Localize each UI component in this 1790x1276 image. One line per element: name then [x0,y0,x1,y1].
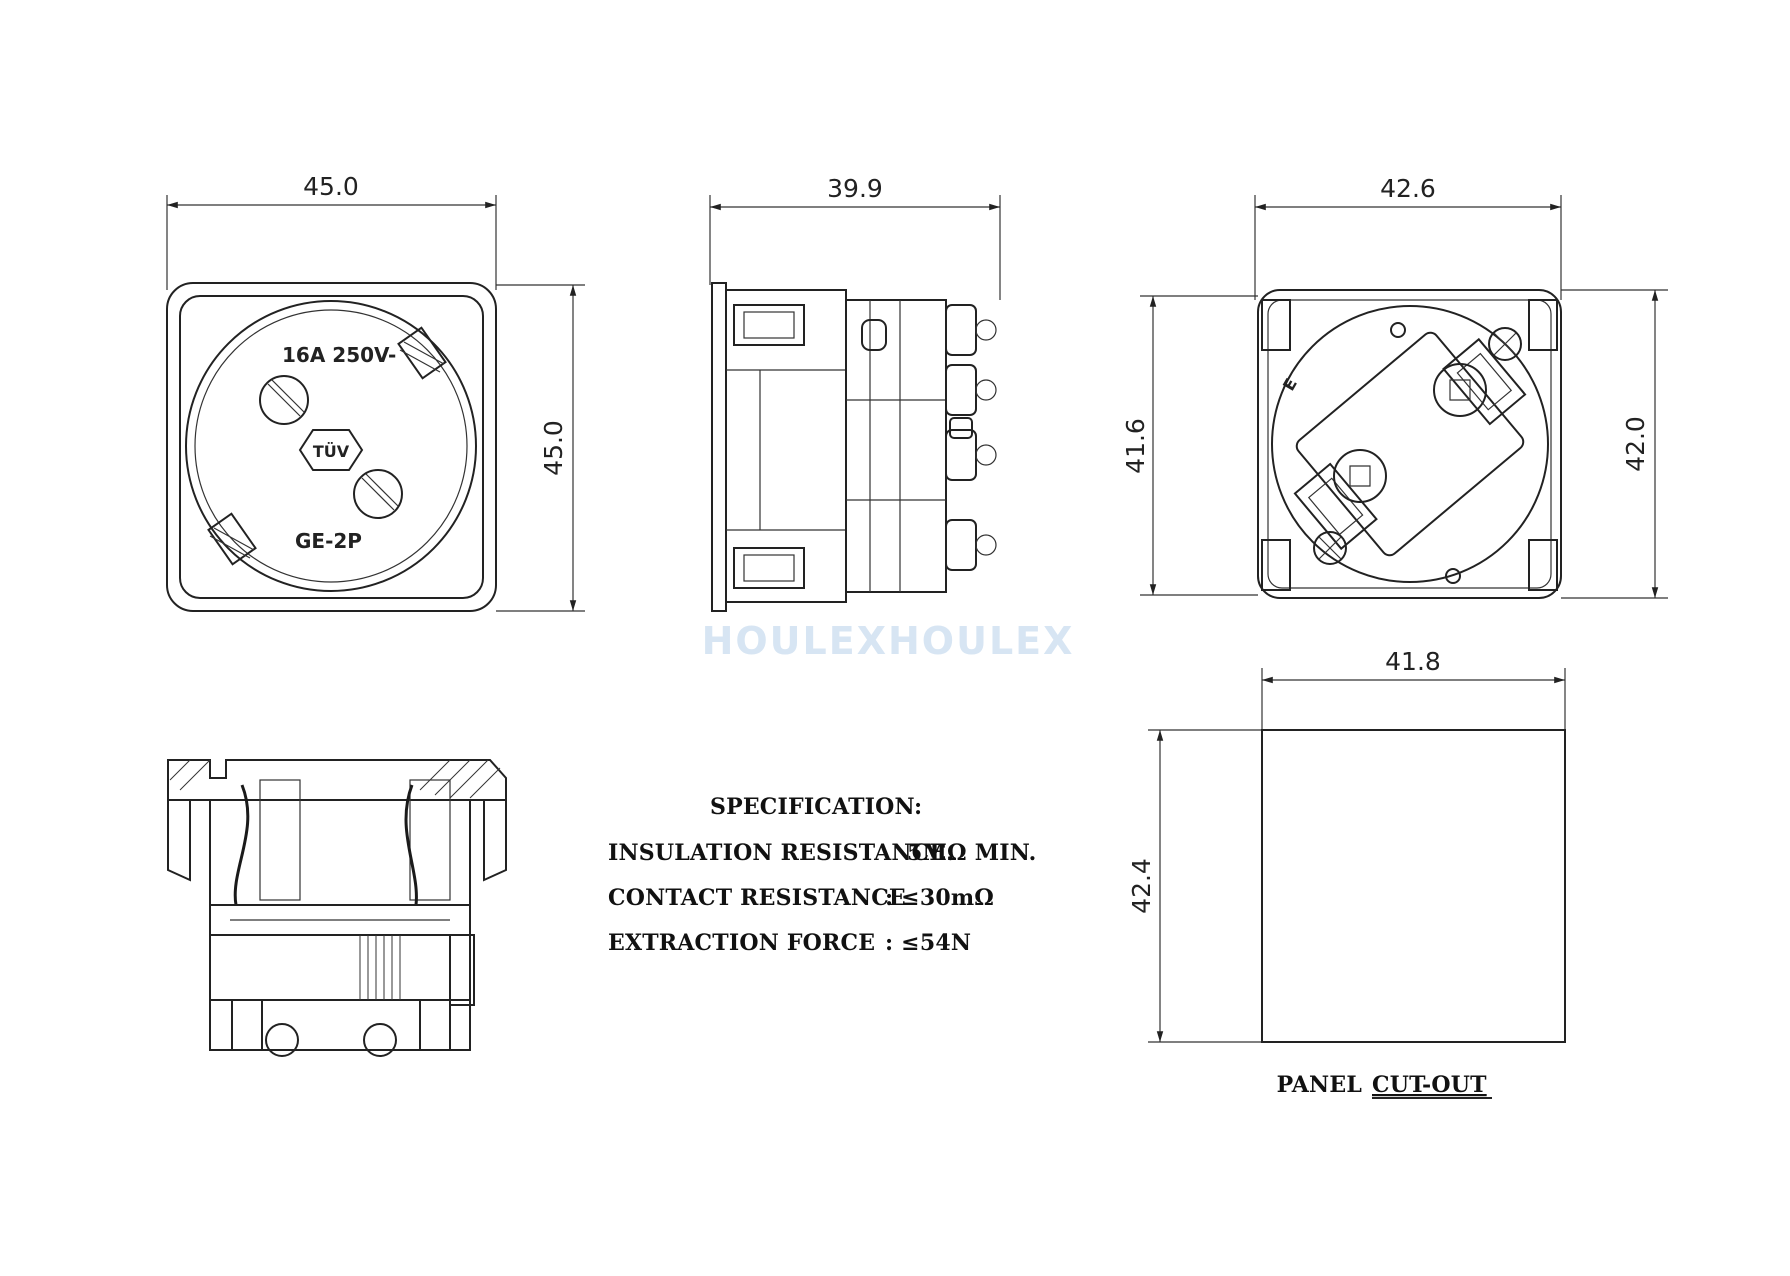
specification-block: SPECIFICATION: INSULATION RESISTANCE: 5M… [608,794,1037,956]
rear-terminal-right-icon [1433,363,1487,417]
rear-terminal-plate [1293,331,1527,557]
rear-height-left-dim: 41.6 [1121,418,1150,474]
tuv-mark-icon: TÜV [298,429,364,471]
rear-latch-tr [1528,299,1558,351]
section-foot-1 [231,999,263,1051]
side-latch-top [733,304,805,346]
rear-latch-bl [1261,539,1291,591]
rear-housing-circle [1271,305,1549,583]
rear-width-dim: 42.6 [1380,174,1436,203]
cutout-height-dim: 42.4 [1127,858,1156,914]
side-screw-2-icon [945,364,997,416]
section-pin-tube-right [409,779,451,901]
spec-row-3-label: EXTRACTION FORCE [608,930,875,956]
rear-plate [1257,289,1562,599]
cutout-label-plain: PANEL [1277,1072,1362,1098]
earth-clip-bottom-icon [207,512,257,566]
front-height-dim: 45.0 [539,420,568,476]
section-housing [209,799,471,1051]
side-screw-4-icon [945,519,997,571]
rating-text: 16A 250V- [282,343,396,367]
section-spring-left [233,784,250,906]
model-text: GE-2P [295,529,362,553]
side-depth-dim: 39.9 [827,174,883,203]
section-flange [167,759,507,801]
earth-clip-top-icon [397,326,447,380]
rear-screw-bottom-icon [1313,531,1347,565]
cutout-width-dim: 41.8 [1385,647,1441,676]
rear-terminal-left-icon [1333,449,1387,503]
spec-row-3-value: : ≤54N [885,930,971,956]
section-spring-right [404,784,418,906]
spec-row-2-label: CONTACT RESISTANCE [608,885,906,911]
rear-height-right-dim: 42.0 [1621,416,1650,472]
section-pin-tube-left [259,779,301,901]
socket-recess [185,300,477,592]
rear-view: 42.6 41.6 42.0 [1121,174,1668,599]
rear-latch-br [1528,539,1558,591]
pin-hole-right-icon [353,469,403,519]
section-flange-hatch [169,759,501,799]
spec-row-2-value: : ≤30mΩ [885,885,994,911]
side-screw-1-icon [945,304,997,356]
rear-screw-top-icon [1488,327,1522,361]
spec-row-1-value: 5MΩ MIN. [907,840,1037,866]
section-clip-right [483,800,507,882]
section-foot-2-icon [265,1023,299,1057]
panel-cutout-view: 41.8 42.4 PANEL CUT-OUT [1127,647,1566,1099]
spec-title: SPECIFICATION: [710,794,922,820]
cutout-rect [1261,729,1566,1043]
socket-recess-inner [194,309,468,583]
side-nut-icon [861,319,887,351]
rear-latch-tl [1261,299,1291,351]
front-width-dim: 45.0 [303,172,359,201]
section-clip-left [167,800,191,882]
spec-row-1-label: INSULATION RESISTANCE: [608,840,955,866]
front-plate-inner [179,295,484,599]
section-terminal-right [449,934,475,1006]
front-view: 45.0 45.0 [166,172,585,612]
section-foot-4 [419,999,451,1051]
side-latch-bottom [733,547,805,589]
side-screw-3-icon [945,429,997,481]
section-coil-hatch [359,935,401,1000]
section-foot-3-icon [363,1023,397,1057]
front-plate-outer [166,282,497,612]
side-terminal-block [845,299,947,593]
section-view [167,759,507,1057]
rear-rivet-2-icon [1445,568,1461,584]
watermark: HOULEXHOULEX [702,619,1075,663]
cutout-label-underlined: CUT-OUT [1372,1072,1487,1098]
tuv-mark-text: TÜV [313,442,350,461]
pin-hole-left-icon [259,375,309,425]
side-flange [711,282,727,612]
rear-rivet-1-icon [1390,322,1406,338]
side-nut-2-icon [949,417,973,439]
side-view: 39.9 [709,174,1001,612]
